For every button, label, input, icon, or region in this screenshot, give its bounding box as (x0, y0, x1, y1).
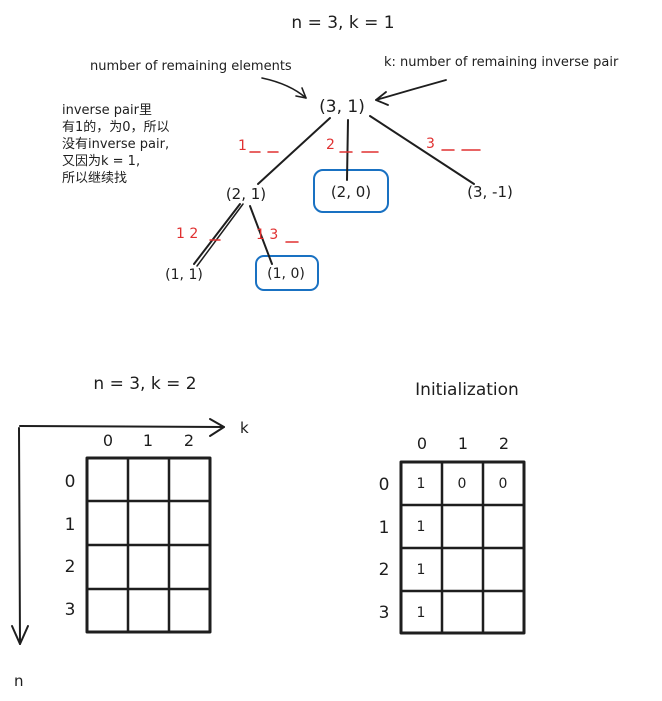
node-right: (3, -1) (467, 183, 513, 201)
tree-title: n = 3, k = 1 (291, 13, 394, 33)
dp-right-col-header: 2 (499, 434, 509, 453)
dp-right-col-header: 0 (417, 434, 427, 453)
node-left-left: (1, 1) (165, 267, 203, 283)
dp-right-row-header: 2 (379, 560, 390, 580)
axis-n-label: n (14, 672, 24, 690)
dp-right-row-header: 3 (379, 603, 390, 623)
dp-right-cell: 0 (458, 476, 467, 492)
dp-left-row-header: 1 (65, 515, 76, 535)
chinese-note: inverse pair里 有1的，为0，所以 没有inverse pair, … (62, 102, 202, 187)
annotation-k: k: number of remaining inverse pair (384, 55, 619, 70)
tree-edges (193, 115, 475, 267)
edge-label-13: 1 3 (256, 227, 278, 243)
arrow-k (375, 79, 447, 106)
edge-label-3: 3 (426, 136, 435, 152)
dp-right-row-header: 1 (379, 518, 390, 538)
dp-right-title: Initialization (415, 380, 519, 400)
node-root: (3, 1) (319, 97, 365, 117)
node-left-mid: (1, 0) (267, 266, 305, 282)
axis-k-label: k (240, 419, 249, 437)
annotation-elements: number of remaining elements (90, 59, 292, 74)
dp-right-grid (399, 460, 526, 635)
node-left: (2, 1) (226, 185, 266, 203)
axis-n-arrow (11, 427, 29, 645)
dp-left-title: n = 3, k = 2 (93, 374, 196, 394)
note-line: 所以继续找 (62, 171, 128, 186)
axis-k-arrow (19, 418, 225, 437)
note-line: 又因为k = 1, (62, 154, 141, 169)
dp-left-col-header: 0 (103, 431, 113, 450)
edge-label-2: 2 (326, 137, 335, 153)
node-mid: (2, 0) (331, 183, 371, 201)
dp-right-cell: 0 (499, 476, 508, 492)
highlight-box-left-mid (255, 255, 319, 291)
note-line: 有1的，为0，所以 (62, 120, 170, 135)
dp-right-col-header: 1 (458, 434, 468, 453)
dp-right-cell: 1 (417, 562, 426, 578)
dp-left-grid (85, 456, 212, 634)
note-line: 没有inverse pair, (62, 137, 170, 152)
dp-left-row-header: 3 (65, 600, 76, 620)
dp-left-row-header: 0 (65, 472, 76, 492)
note-line: inverse pair里 (62, 103, 152, 118)
highlight-box-mid (313, 169, 389, 213)
arrow-elements (261, 77, 307, 99)
dp-right-row-header: 0 (379, 475, 390, 495)
dp-right-cell: 1 (417, 605, 426, 621)
dp-right-cell: 1 (417, 476, 426, 492)
edge-label-12: 1 2 (176, 226, 198, 242)
dp-right-cell: 1 (417, 519, 426, 535)
dp-left-row-header: 2 (65, 557, 76, 577)
dp-left-col-header: 2 (184, 431, 194, 450)
edge-label-1: 1 (238, 138, 247, 154)
dp-left-col-header: 1 (143, 431, 153, 450)
